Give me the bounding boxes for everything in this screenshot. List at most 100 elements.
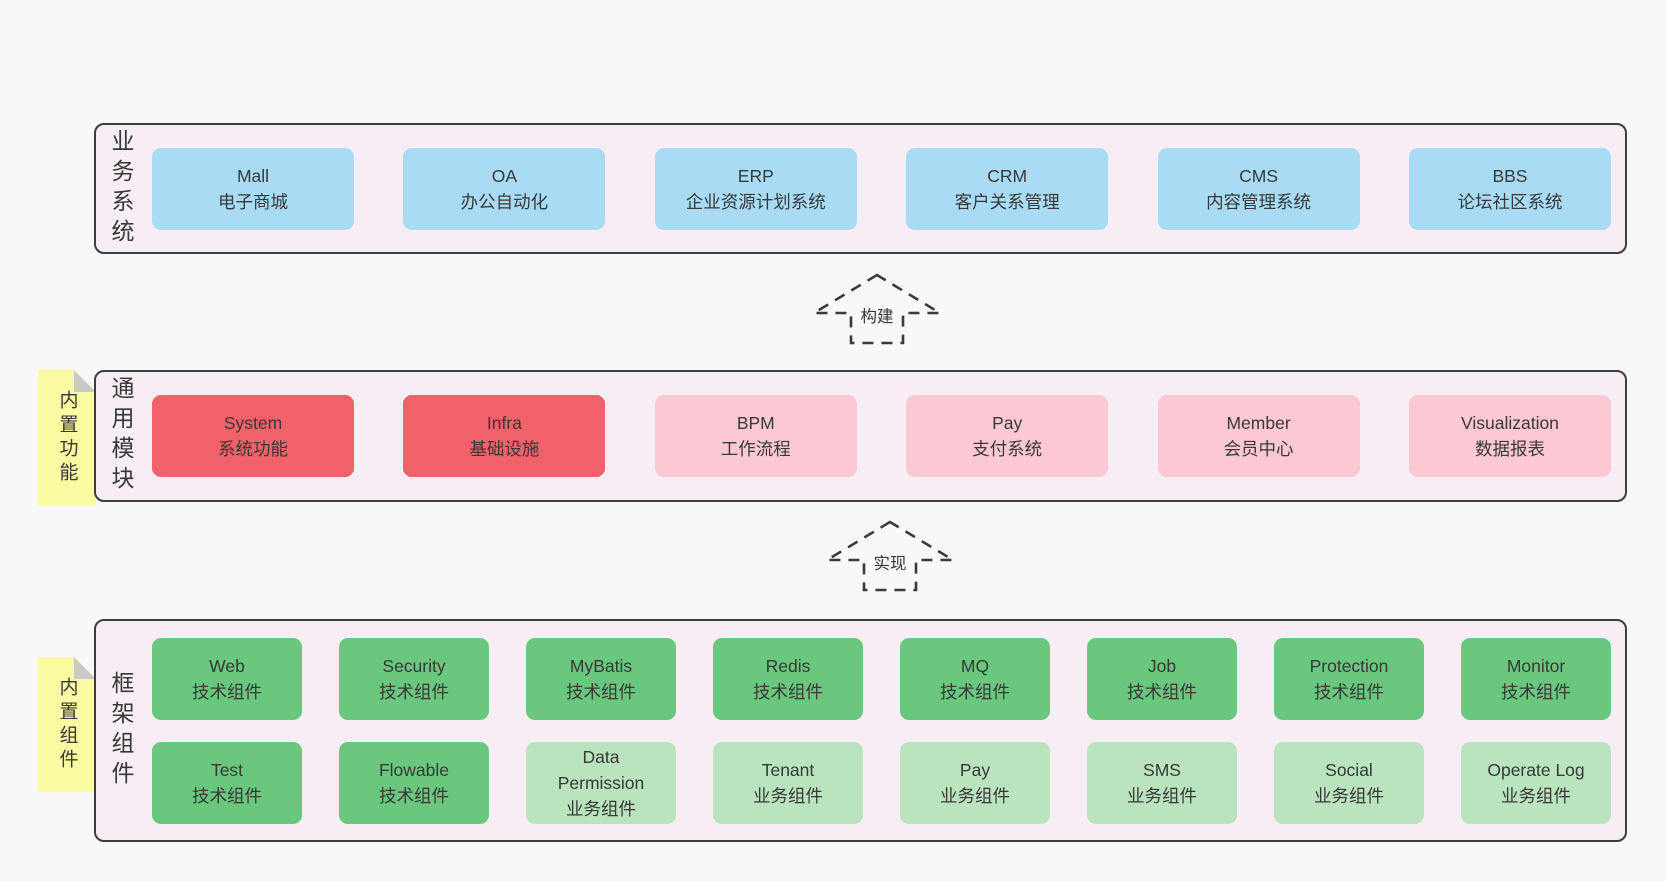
box-title: Member <box>1226 413 1291 433</box>
box-subtitle: 业务组件 <box>1501 785 1571 806</box>
arrow-implement: 实现 <box>824 519 956 593</box>
sticky-fold-corner <box>74 657 96 679</box>
box-subtitle: 技术组件 <box>1501 681 1571 702</box>
box-subtitle: 客户关系管理 <box>954 191 1060 212</box>
band-label-framework-components: 框架组件 <box>108 670 134 791</box>
band-content: Web 技术组件 Security 技术组件 MyBatis 技术组件 Redi… <box>146 621 1625 840</box>
box-title: Operate Log <box>1487 759 1585 780</box>
box-member: Member 会员中心 <box>1157 395 1360 477</box>
box-title: Monitor <box>1506 655 1566 676</box>
box-subtitle: 技术组件 <box>192 785 262 806</box>
box-subtitle: 企业资源计划系统 <box>685 191 826 212</box>
box-title: Data Permission <box>557 746 645 793</box>
box-subtitle: 电子商城 <box>218 191 288 212</box>
box-subtitle: 业务组件 <box>1127 785 1197 806</box>
box-title: Tenant <box>761 759 815 780</box>
sticky-fold-corner <box>74 370 96 392</box>
box-title: System <box>223 413 283 433</box>
box-title: Protection <box>1309 655 1389 676</box>
box-erp: ERP 企业资源计划系统 <box>654 147 857 230</box>
box-title: CRM <box>987 165 1028 186</box>
arrow-build: 构建 <box>811 272 943 346</box>
box-operate-log: Operate Log 业务组件 <box>1461 741 1611 824</box>
box-mall: Mall 电子商城 <box>152 147 354 230</box>
box-subtitle: 数据报表 <box>1474 439 1545 459</box>
box-job: Job 技术组件 <box>1087 637 1237 720</box>
box-title: Job <box>1147 655 1177 676</box>
band-content: System 系统功能 Infra 基础设施 BPM 工作流程 Pay 支付系统… <box>146 372 1625 500</box>
box-title: MyBatis <box>569 655 633 676</box>
box-test: Test 技术组件 <box>152 741 302 824</box>
box-title: Security <box>382 655 446 676</box>
box-subtitle: 技术组件 <box>566 681 636 702</box>
box-subtitle: 技术组件 <box>1314 681 1384 702</box>
box-title: ERP <box>737 165 774 186</box>
box-system: System 系统功能 <box>152 395 354 477</box>
box-crm: CRM 客户关系管理 <box>906 147 1109 230</box>
box-tenant: Tenant 业务组件 <box>713 741 863 824</box>
box-pay-module: Pay 支付系统 <box>906 395 1109 477</box>
box-title: Visualization <box>1460 413 1559 433</box>
sticky-note-built-in-components: 内置组件 <box>38 657 96 792</box>
box-subtitle: 系统功能 <box>218 439 288 459</box>
up-block-arrow-icon <box>824 520 956 592</box>
box-bpm: BPM 工作流程 <box>654 395 857 477</box>
box-bbs: BBS 论坛社区系统 <box>1408 147 1611 230</box>
band-common-modules: 通用模块 System 系统功能 Infra 基础设施 BPM 工作流程 Pay… <box>94 370 1627 502</box>
box-infra: Infra 基础设施 <box>403 395 606 477</box>
box-data-permission: Data Permission 业务组件 <box>526 741 676 824</box>
sticky-label: 内置组件 <box>56 676 78 773</box>
box-subtitle: 业务组件 <box>566 798 636 819</box>
box-subtitle: 技术组件 <box>379 681 449 702</box>
box-subtitle: 内容管理系统 <box>1206 191 1312 212</box>
box-security: Security 技术组件 <box>339 637 489 720</box>
box-title: OA <box>491 165 518 186</box>
arrow-label: 实现 <box>869 549 911 575</box>
box-title: Flowable <box>378 759 450 780</box>
band-content: Mall 电子商城 OA 办公自动化 ERP 企业资源计划系统 CRM 客户关系… <box>146 125 1625 252</box>
box-title: MQ <box>960 655 990 676</box>
box-subtitle: 支付系统 <box>972 439 1043 459</box>
sticky-label: 内置功能 <box>56 389 78 486</box>
box-title: BBS <box>1492 165 1528 186</box>
box-subtitle: 会员中心 <box>1223 439 1294 459</box>
box-subtitle: 办公自动化 <box>460 191 549 212</box>
box-social: Social 业务组件 <box>1274 741 1424 824</box>
component-row-2: Test 技术组件 Flowable 技术组件 Data Permission … <box>152 741 1611 824</box>
box-oa: OA 办公自动化 <box>403 147 606 230</box>
box-subtitle: 论坛社区系统 <box>1457 191 1563 212</box>
box-mybatis: MyBatis 技术组件 <box>526 637 676 720</box>
band-framework-components: 框架组件 Web 技术组件 Security 技术组件 MyBatis 技术组件… <box>94 619 1627 842</box>
box-subtitle: 工作流程 <box>720 439 791 459</box>
up-block-arrow-icon <box>811 273 943 345</box>
box-web: Web 技术组件 <box>152 637 302 720</box>
box-subtitle: 技术组件 <box>940 681 1010 702</box>
box-subtitle: 业务组件 <box>1314 785 1384 806</box>
sticky-note-built-in-features: 内置功能 <box>38 370 96 505</box>
box-title: BPM <box>736 413 775 433</box>
arrow-label: 构建 <box>856 302 898 328</box>
box-redis: Redis 技术组件 <box>713 637 863 720</box>
component-row-1: Web 技术组件 Security 技术组件 MyBatis 技术组件 Redi… <box>152 637 1611 720</box>
box-protection: Protection 技术组件 <box>1274 637 1424 720</box>
box-cms: CMS 内容管理系统 <box>1157 147 1360 230</box>
box-title: Redis <box>765 655 811 676</box>
box-pay-component: Pay 业务组件 <box>900 741 1050 824</box>
box-title: Pay <box>959 759 991 780</box>
box-title: Pay <box>992 413 1023 433</box>
box-title: Web <box>209 655 245 676</box>
box-subtitle: 技术组件 <box>192 681 262 702</box>
box-title: Social <box>1325 759 1373 780</box>
box-title: Infra <box>486 413 522 433</box>
band-label-common-modules: 通用模块 <box>108 376 134 496</box>
box-monitor: Monitor 技术组件 <box>1461 637 1611 720</box>
box-visualization: Visualization 数据报表 <box>1408 395 1611 477</box>
band-label-business-systems: 业务系统 <box>108 128 134 249</box>
box-subtitle: 技术组件 <box>753 681 823 702</box>
box-subtitle: 技术组件 <box>379 785 449 806</box>
box-title: SMS <box>1143 759 1181 780</box>
box-sms: SMS 业务组件 <box>1087 741 1237 824</box>
box-subtitle: 业务组件 <box>753 785 823 806</box>
box-subtitle: 技术组件 <box>1127 681 1197 702</box>
